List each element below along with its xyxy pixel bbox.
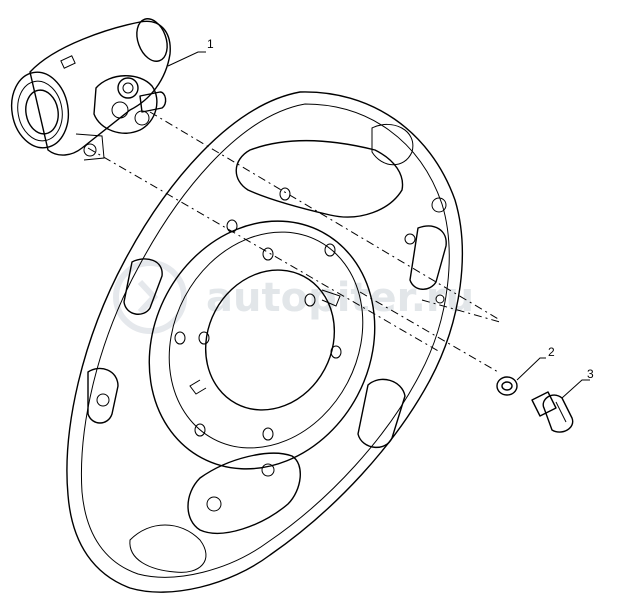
washer [496,376,518,396]
watermark-logo: autopiter.ru [113,260,474,334]
cylinder-bore [25,89,59,135]
bolt-hole [304,293,316,307]
plate-right-tab [409,225,447,290]
plate-left-tab [87,367,119,424]
plate-right-hole-c [435,294,445,304]
cylinder-far-end [136,18,168,62]
plate-bore-notch-b [189,379,207,395]
leader-3 [561,379,590,399]
plate-right-slot [357,378,406,448]
washer-outer [496,376,518,396]
plate-upper-recess [235,139,404,218]
leader-1 [167,51,206,67]
bolt [531,391,574,433]
bolt-hole [330,345,342,359]
plate-raised-ring [148,220,376,470]
callout-2: 2 [548,345,555,359]
bolt-hole [174,331,186,345]
cylinder-bleeder-nipple [139,91,167,113]
plate-lower-hole-b [261,463,275,477]
plate-bore-notch-a [321,289,341,307]
plate-center-bore [204,269,336,411]
centerline-upper [149,111,501,321]
centerline-edge [421,299,501,323]
brake-backing-plate [66,91,463,593]
leader-2 [516,357,546,381]
cylinder-body [29,20,171,156]
plate-outer-rim [66,91,463,593]
cylinder-port [117,77,139,99]
cylinder-flange [75,133,105,161]
bolt-hole [194,423,206,437]
plate-inner-rim [81,103,450,578]
plate-bolt-holes [174,187,342,441]
cylinder-flange-hole [83,143,97,157]
plate-ring-inner [168,231,364,449]
bolt-hole [226,219,238,233]
cylinder-end-face [10,71,70,149]
bolt-hole [262,247,274,261]
watermark-chevron [137,279,159,315]
bolt-head [542,394,574,433]
centerline-bolt [359,291,499,373]
plate-lower-hole [206,496,222,512]
bolt-hole [324,243,336,257]
plate-lower-rib [129,524,207,573]
cylinder-port-inner [122,82,134,94]
callout-1: 1 [207,37,214,51]
bolt-hole [262,427,274,441]
callout-leaders [167,51,590,399]
plate-lower-lobe [187,452,301,534]
wheel-cylinder [10,18,171,161]
bolt-head-edge [555,401,567,423]
bolt-shank [531,391,557,417]
plate-upper-tab [371,123,414,166]
cylinder-bolt-hole-b [134,110,150,126]
plate-left-hole [96,393,110,407]
watermark-circle [113,260,187,334]
cylinder-bolt-hole [111,101,129,119]
plate-left-slot [123,258,163,315]
cylinder-mount-boss [93,75,158,134]
watermark-text: autopiter.ru [206,275,474,321]
bolt-hole [279,187,291,201]
plate-right-hole-a [431,197,447,213]
washer-inner [501,381,513,391]
callout-3: 3 [587,367,594,381]
bolt-hole [198,331,210,345]
cylinder-end-ring [17,80,63,142]
plate-right-hole-b [404,233,416,245]
cylinder-marking [60,55,76,69]
